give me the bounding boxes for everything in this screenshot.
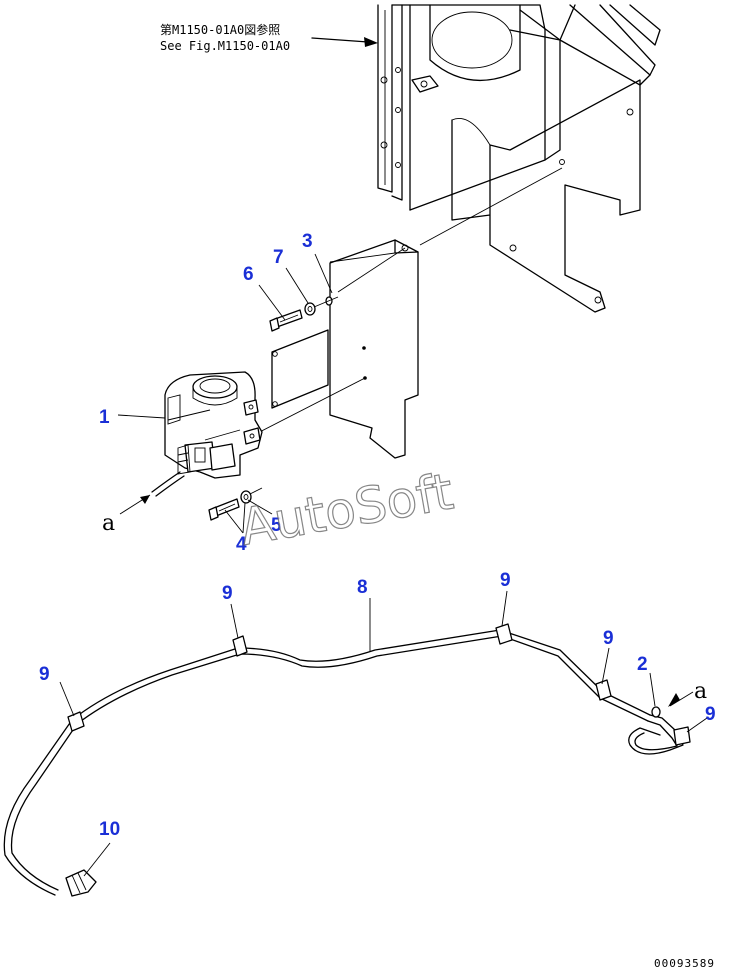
callout-2: 2 xyxy=(637,654,648,675)
reference-jp: 第M1150-01A0図参照 xyxy=(160,22,280,37)
callout-8: 8 xyxy=(357,577,368,598)
document-number: 00093589 xyxy=(654,957,715,970)
callout-5: 5 xyxy=(271,515,282,536)
callout-9: 9 xyxy=(39,664,50,685)
reference-arrow xyxy=(311,37,378,47)
reference-en: See Fig.M1150-01A0 xyxy=(160,39,290,53)
connector-arrow-right: a xyxy=(668,679,707,707)
part-callouts: 1 2 3 4 5 6 7 8 9 9 9 9 9 10 xyxy=(39,231,716,840)
watermark: AutoSoft xyxy=(236,462,458,556)
callout-4: 4 xyxy=(236,534,247,555)
washer-hose xyxy=(3,623,691,897)
callout-3: 3 xyxy=(302,231,313,252)
callout-9: 9 xyxy=(500,570,511,591)
callout-6: 6 xyxy=(243,264,254,285)
callout-7: 7 xyxy=(273,247,284,268)
leader-lines xyxy=(59,253,708,877)
callout-9: 9 xyxy=(603,628,614,649)
connector-label-right: a xyxy=(694,679,707,704)
callout-9: 9 xyxy=(705,704,716,725)
connector-label-left: a xyxy=(102,511,115,536)
callout-9: 9 xyxy=(222,583,233,604)
callout-10: 10 xyxy=(99,819,120,840)
figure-reference-note: 第M1150-01A0図参照 See Fig.M1150-01A0 xyxy=(160,22,378,53)
connector-arrow-left: a xyxy=(102,494,151,536)
washer-tank xyxy=(151,371,263,497)
callout-1: 1 xyxy=(99,407,110,428)
cab-frame-assembly xyxy=(377,4,661,313)
mounting-bracket-plate xyxy=(239,239,419,459)
bolt-and-washer-lower xyxy=(208,487,263,521)
bolt-and-washer-upper xyxy=(269,296,339,332)
